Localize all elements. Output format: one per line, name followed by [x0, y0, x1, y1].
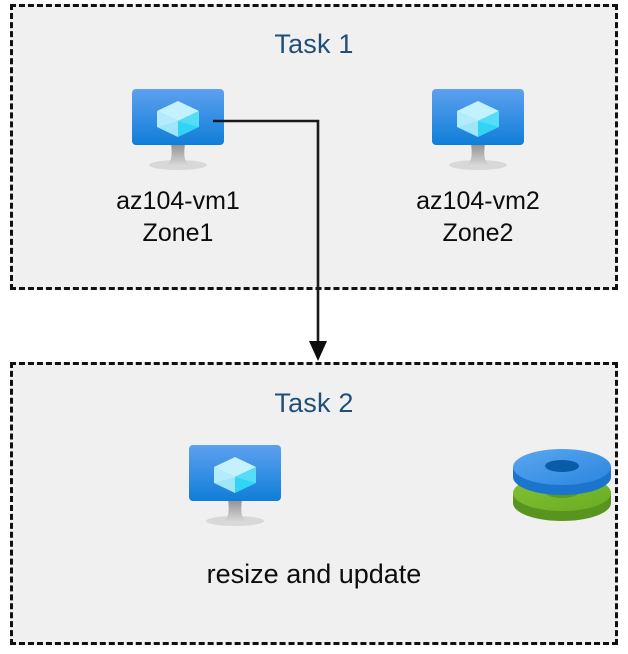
task-1-container: Task 1 [10, 4, 618, 290]
vm1-name: az104-vm1 [116, 187, 240, 215]
task-2-icon-row [13, 441, 615, 527]
node-az104-vm1[interactable]: az104-vm1 Zone1 [78, 85, 278, 249]
task-1-title: Task 1 [274, 29, 354, 59]
task-2-container: Task 2 [10, 362, 618, 645]
node-az104-vm2[interactable]: az104-vm2 Zone2 [378, 85, 578, 249]
azure-vm-icon [125, 85, 231, 171]
node-label: az104-vm1 Zone1 [78, 185, 278, 249]
vm1-zone: Zone1 [142, 219, 214, 247]
node-label: az104-vm2 Zone2 [378, 185, 578, 249]
vm2-zone: Zone2 [442, 219, 514, 247]
vm2-name: az104-vm2 [416, 187, 540, 215]
blue-disk [513, 449, 611, 495]
task-2-caption: resize and update [206, 559, 422, 589]
down-arrow-icon [309, 341, 327, 361]
azure-vm-icon [425, 85, 531, 171]
azure-vm-icon[interactable] [182, 441, 288, 527]
azure-managed-disks-icon[interactable] [509, 441, 615, 527]
task-2-title: Task 2 [274, 388, 354, 418]
